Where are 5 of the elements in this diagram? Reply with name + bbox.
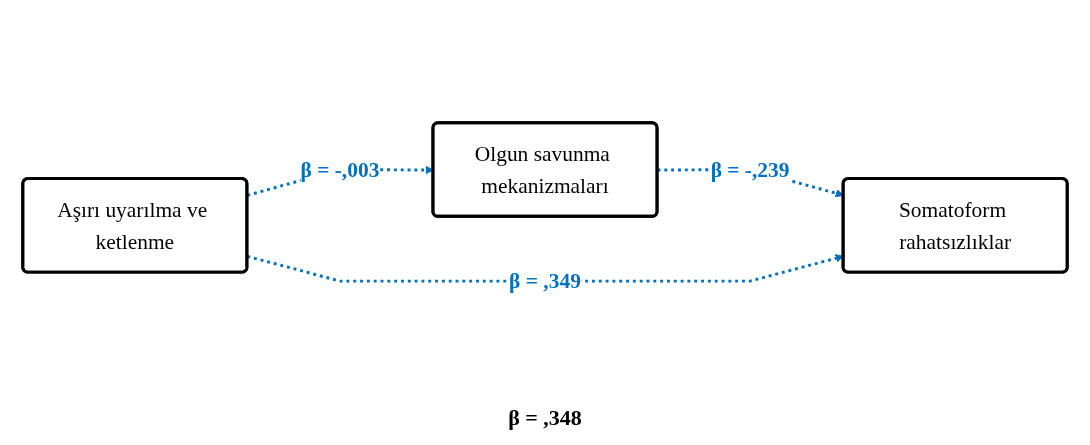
edge-label: β = ,349 [509, 268, 581, 293]
coefficient-label: β = ,348 [508, 404, 582, 430]
edge-label: β = -,003 [300, 156, 380, 182]
arrow [247, 253, 844, 283]
edge-label: β = -,239 [710, 156, 790, 182]
